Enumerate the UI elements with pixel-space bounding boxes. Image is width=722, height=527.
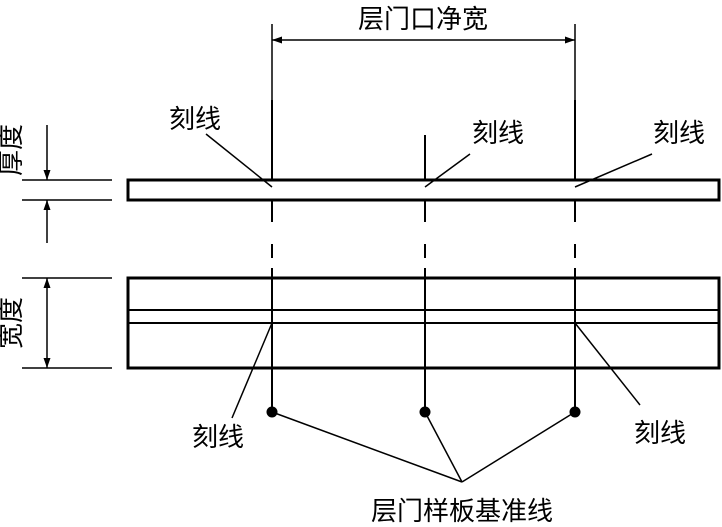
score-line-label-top-middle: 刻线: [472, 119, 524, 149]
width-dimension: 宽度: [0, 277, 112, 369]
datum-leader-right: [461, 411, 576, 483]
thin-template-bar: [126, 178, 721, 202]
thickness-dimension: 厚度: [0, 124, 112, 243]
clear-width-label: 层门口净宽: [358, 5, 488, 35]
score-line-callouts-bottom: 刻线 刻线: [192, 322, 686, 453]
thickness-label: 厚度: [0, 124, 27, 176]
datum-leader-middle: [424, 411, 463, 483]
score-line-label-bottom-left: 刻线: [192, 423, 244, 453]
score-line-label-top-left: 刻线: [169, 105, 221, 135]
leader-top-right: [574, 153, 653, 188]
datum-lines: [266, 100, 581, 418]
leader-bottom-left: [231, 322, 273, 419]
clear-width-dimension: 层门口净宽: [271, 5, 576, 100]
score-line-label-bottom-right: 刻线: [634, 419, 686, 449]
score-line-label-top-right: 刻线: [653, 119, 705, 149]
score-line-callouts-top: 刻线 刻线 刻线: [169, 105, 705, 188]
leader-bottom-right: [574, 322, 641, 406]
datum-line-callout: 层门样板基准线: [271, 411, 576, 527]
width-label: 宽度: [0, 297, 27, 349]
wide-template-bar: [126, 276, 721, 370]
leader-top-middle: [424, 153, 471, 188]
datum-line-label: 层门样板基准线: [371, 497, 553, 527]
leader-top-left: [205, 133, 273, 188]
datum-leader-left: [271, 411, 463, 483]
